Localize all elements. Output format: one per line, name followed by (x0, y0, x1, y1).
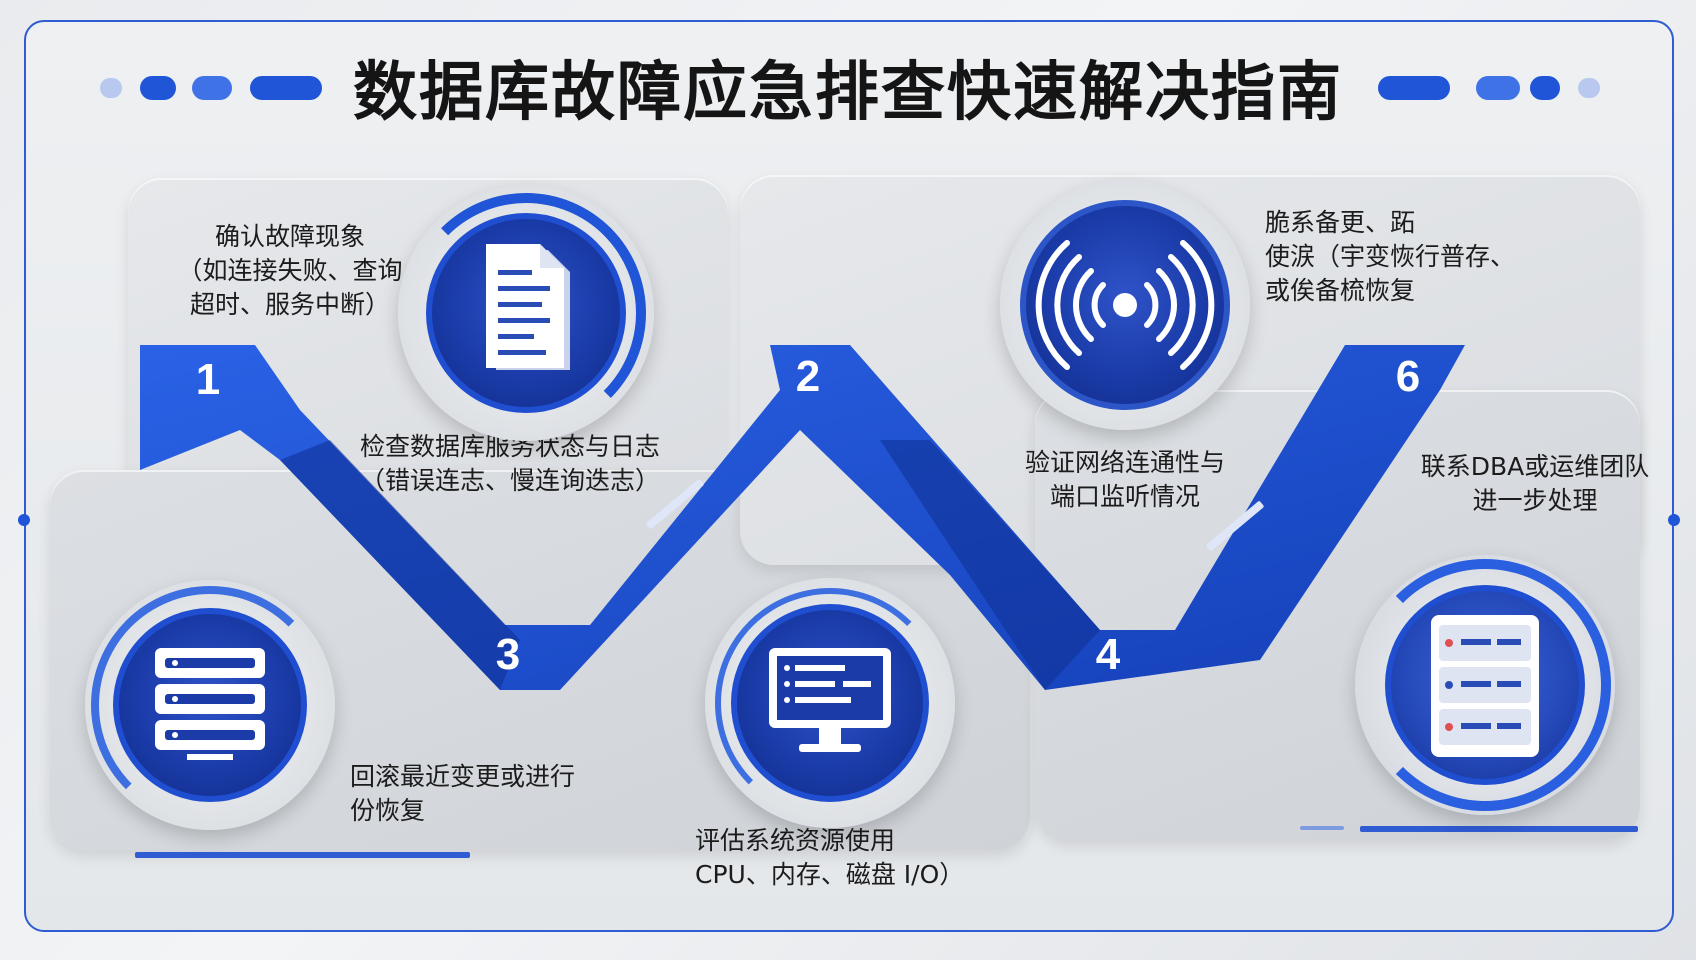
top-right-line: 或俟备梳恢复 (1265, 276, 1416, 305)
document-icon (486, 244, 570, 370)
server-icon (155, 648, 265, 760)
decor-pill (1476, 76, 1520, 100)
step-4-line: 评估系统资源使用 (695, 826, 896, 855)
document-medal (398, 185, 654, 441)
step-1-line: 确认故障现象 (214, 222, 365, 251)
decor-pill (1530, 76, 1560, 100)
decor-pill (140, 76, 176, 100)
step-6-line: 联系DBA或运维团队 (1420, 452, 1650, 481)
step-1-line: 超时、服务中断） (189, 290, 390, 319)
bottom-accent-line (135, 852, 470, 858)
monitor-medal (705, 578, 955, 828)
decor-pill (1578, 78, 1600, 98)
step-5-label: 验证网络连通性与 端口监听情况 (990, 446, 1260, 514)
step-2-label: 检查数据库服务状态与日志 （错误连志、慢连询迭志） (330, 430, 690, 498)
step-number-3: 3 (495, 630, 521, 679)
bottom-accent-line (1360, 826, 1638, 832)
server-rack-icon (1431, 615, 1539, 757)
decor-pill (250, 76, 322, 100)
bottom-accent-line (1300, 826, 1344, 830)
signal-icon (1035, 240, 1215, 370)
step-1-line: （如连接失败、查询 (177, 256, 403, 285)
step-4-label: 评估系统资源使用 CPU、内存、磁盘 I/O） (695, 824, 995, 892)
top-right-note: 脆系备更、跖 使涙（宇变恢行普存、 或俟备梳恢复 (1265, 206, 1565, 308)
step-2-line: （错误连志、慢连询迭志） (359, 466, 660, 495)
step-6-line: 进一步处理 (1472, 486, 1598, 515)
step-3-line: 回滚最近变更或进行 (350, 762, 576, 791)
server-medal (85, 580, 335, 830)
step-5-line: 端口监听情况 (1049, 482, 1200, 511)
page-title: 数据库故障应急排查快速解决指南 (353, 56, 1343, 130)
left-rail-dot (18, 514, 30, 526)
top-right-line: 使涙（宇变恢行普存、 (1265, 242, 1516, 271)
step-5-line: 验证网络连通性与 (1024, 448, 1225, 477)
server-rack-medal (1355, 555, 1615, 815)
step-number-2: 2 (795, 352, 821, 401)
step-number-6: 6 (1395, 352, 1421, 401)
step-3-line: 份恢复 (350, 796, 426, 825)
decor-pill (1378, 76, 1450, 100)
top-right-line: 脆系备更、跖 (1265, 208, 1416, 237)
step-3-label: 回滚最近变更或进行 份恢复 (350, 760, 600, 828)
step-number-4: 4 (1095, 630, 1121, 679)
decor-pill (100, 78, 122, 98)
step-number-1: 1 (195, 355, 221, 404)
decor-pill (192, 76, 232, 100)
step-4-line: CPU、内存、磁盘 I/O） (695, 860, 965, 889)
signal-medal (1000, 180, 1250, 430)
step-1-label: 确认故障现象 （如连接失败、查询 超时、服务中断） (140, 220, 440, 322)
monitor-icon (769, 648, 891, 752)
right-rail-dot (1668, 514, 1680, 526)
step-6-label: 联系DBA或运维团队 进一步处理 (1395, 450, 1675, 518)
